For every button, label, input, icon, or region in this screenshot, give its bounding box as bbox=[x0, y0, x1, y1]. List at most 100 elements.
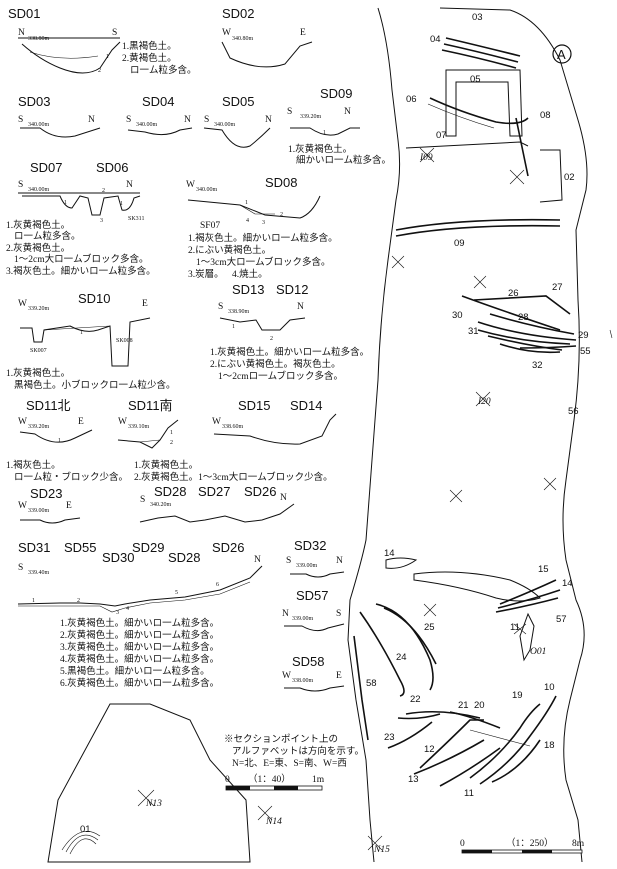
sd23-elev: 339.00m bbox=[28, 508, 50, 514]
sd13-profile bbox=[219, 317, 306, 331]
ditch-09-b bbox=[395, 224, 561, 237]
sd12-title: SD12 bbox=[276, 282, 309, 297]
sd58-right: E bbox=[336, 671, 342, 681]
plan-label-55: 55 bbox=[580, 346, 591, 357]
ditch-19 bbox=[469, 703, 541, 779]
scale-section-end: 1m bbox=[312, 775, 325, 785]
plan-label-26: 26 bbox=[508, 288, 519, 299]
grid-cross-n14 bbox=[257, 805, 273, 821]
scale-plan-ratio: （1：250） bbox=[506, 837, 554, 849]
section-sd02: SD02 W 340.80m E bbox=[221, 6, 313, 68]
plan-label-22: 22 bbox=[410, 694, 421, 705]
plan-label-04: 04 bbox=[430, 34, 441, 45]
plan-label-32: 32 bbox=[532, 360, 543, 371]
sd09-left: S bbox=[287, 107, 292, 117]
scale-section-zero: 0 bbox=[225, 775, 230, 785]
sd07-left: S bbox=[18, 180, 23, 190]
plan-ditch-02-box bbox=[539, 149, 563, 203]
scale-plan-seg2 bbox=[522, 850, 552, 853]
sd08-layer-2: 2.にぶい黄褐色土。 bbox=[188, 244, 271, 256]
sd10-tag2: SK008 bbox=[116, 338, 133, 344]
sd07-mark-1: 1 bbox=[64, 200, 67, 206]
legend-line-1: ※セクションポイント上の bbox=[224, 734, 338, 745]
scale-plan-zero: 0 bbox=[460, 839, 465, 849]
sd08-layer-3: 1～3cm大ロ一ムブロック多含。 bbox=[196, 256, 331, 268]
grid-cross-i09 bbox=[419, 147, 435, 163]
plan-label-31: 31 bbox=[468, 326, 479, 337]
plan-boundary-west bbox=[347, 7, 401, 863]
sd23-title: SD23 bbox=[30, 486, 63, 501]
sd32-title: SD32 bbox=[294, 538, 327, 553]
sd31-mark-4: 4 bbox=[126, 606, 129, 612]
ditch-10 bbox=[479, 695, 557, 785]
sd01-layer-1: 1.黒褐色土。 bbox=[122, 40, 177, 52]
plan-label-03: 03 bbox=[472, 12, 483, 23]
inset-label-01: 01 bbox=[80, 824, 91, 835]
plan-label-11: 11 bbox=[510, 622, 520, 633]
sd32-right: N bbox=[336, 556, 343, 566]
grid-label-i20: I20 bbox=[477, 397, 491, 407]
sd07-title: SD07 bbox=[30, 160, 63, 175]
grid-cross-n15 bbox=[367, 835, 383, 851]
ditch-58 bbox=[353, 635, 369, 741]
sd58-title: SD58 bbox=[292, 654, 325, 669]
sd10-layer-2: 黒褐色土。小ブロックロ一ム粒少含。 bbox=[14, 379, 176, 391]
sd10-title: SD10 bbox=[78, 291, 111, 306]
ditch-29 bbox=[477, 321, 577, 341]
sd31-layer-3: 3.灰黄褐色土。細かいロ一ム粒多含。 bbox=[60, 641, 219, 653]
plan-label-05: 05 bbox=[470, 74, 481, 85]
sd31-title: SD31 bbox=[18, 540, 51, 555]
sd13-left: S bbox=[218, 302, 223, 312]
sd07-layer-4: 1～2cm大ロ一ムブロック多含。 bbox=[14, 253, 149, 265]
grid-label-o01: O01 bbox=[530, 647, 546, 657]
sd11n-right: E bbox=[78, 417, 84, 427]
sd05-profile bbox=[203, 127, 271, 148]
plan-label-24: 24 bbox=[396, 652, 407, 663]
sd26-title: SD26 bbox=[244, 484, 277, 499]
section-sd23: SD23 W 339.00m E bbox=[18, 486, 81, 524]
ditch-24 bbox=[359, 611, 405, 697]
sd10-left: W bbox=[18, 299, 27, 309]
ditch-25 bbox=[375, 603, 434, 691]
ditch-09-a bbox=[395, 218, 561, 231]
sd07-elev: 340.00m bbox=[28, 187, 50, 193]
sd03-profile bbox=[20, 127, 101, 138]
section-sd05: SD05 S 340.00m N bbox=[203, 94, 272, 148]
ditch-07 bbox=[515, 117, 529, 177]
sd08-tag: SF07 bbox=[200, 221, 220, 231]
sd08-mark-1: 1 bbox=[245, 200, 248, 206]
plan-label-29: 29 bbox=[578, 330, 589, 341]
sd11s-layer-line bbox=[139, 439, 161, 443]
sd58-profile bbox=[284, 685, 345, 692]
sd03-left: S bbox=[18, 115, 23, 125]
ditch-15 bbox=[499, 579, 557, 605]
sd58-left: W bbox=[282, 671, 291, 681]
sd11n-layer-2: ロ一ム粒・ブロック少含。 bbox=[14, 471, 128, 483]
sd11s-profile bbox=[117, 419, 179, 449]
sd02-left: W bbox=[222, 28, 231, 38]
section-sd04: SD04 S 340.00m N bbox=[126, 94, 193, 136]
plan-label-30: 30 bbox=[452, 310, 463, 321]
sd57-right: S bbox=[336, 609, 341, 619]
ditch-15-basin bbox=[413, 571, 541, 602]
sd10-mark-1: 1 bbox=[80, 330, 83, 336]
grid-cross-5 bbox=[543, 477, 557, 491]
inset-ditch-01-a bbox=[61, 831, 101, 851]
sd11s-title: SD11南 bbox=[128, 398, 173, 413]
section-sd11-south: SD11南 W 339.10m 1 2 1.灰黄褐色土。 2.灰黄褐色土。1～3… bbox=[117, 398, 333, 483]
legend-line-3: N=北、E=東、S=南、W=西 bbox=[232, 757, 347, 769]
scale-plan-seg1 bbox=[462, 850, 492, 853]
plan-label-28: 28 bbox=[518, 312, 529, 323]
sd01-title: SD01 bbox=[8, 6, 41, 21]
sd07-mark-4: 1 bbox=[120, 201, 123, 207]
plan-label-25: 25 bbox=[424, 622, 435, 633]
north-arrow-letter: A bbox=[557, 47, 566, 62]
plan-label-10: 10 bbox=[544, 682, 555, 693]
grid-cross-2 bbox=[391, 255, 405, 269]
sd14-title: SD14 bbox=[290, 398, 323, 413]
sd09-title: SD09 bbox=[320, 86, 353, 101]
sd13-layer-2: 2.にぶい黄褐色土。褐灰色土。 bbox=[210, 358, 341, 370]
sd08-layer-5: 4.焼土。 bbox=[232, 268, 268, 280]
grid-cross-n13 bbox=[137, 789, 155, 807]
